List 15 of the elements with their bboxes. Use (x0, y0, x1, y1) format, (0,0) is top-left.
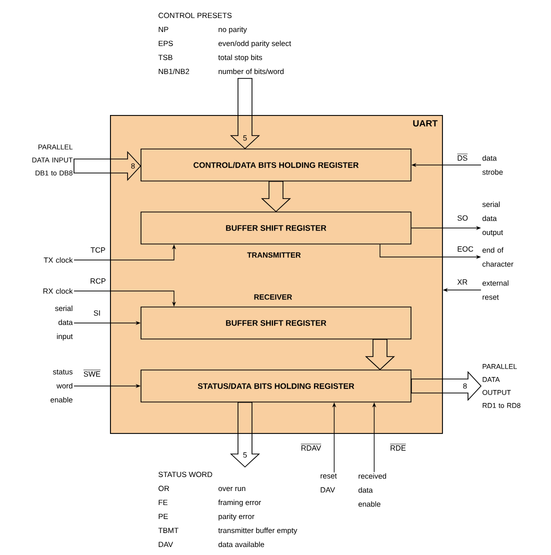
signal-name: $\overline{\mbox{RDE}}$ (390, 444, 406, 451)
bus-arrow (74, 150, 142, 182)
bus-arrow (364, 339, 396, 370)
register-box: STATUS/DATA BITS HOLDING REGISTER (140, 370, 412, 402)
block-title: UART (413, 120, 438, 126)
register-box: BUFFER SHIFT REGISTER (140, 306, 412, 340)
signal-name: $\overline{\mbox{RDAV}}$ (300, 444, 322, 451)
signal-name: $\overline{\mbox{SWE}}$ (83, 370, 101, 377)
bus-arrow (230, 402, 260, 468)
signal-name: $\overline{\mbox{DS}}$ (457, 154, 468, 161)
bus-arrow (260, 181, 292, 212)
register-box: BUFFER SHIFT REGISTER (140, 212, 412, 244)
bus-arrow (230, 78, 260, 150)
bus-arrow (411, 370, 482, 402)
register-box: CONTROL/DATA BITS HOLDING REGISTER (140, 148, 412, 182)
